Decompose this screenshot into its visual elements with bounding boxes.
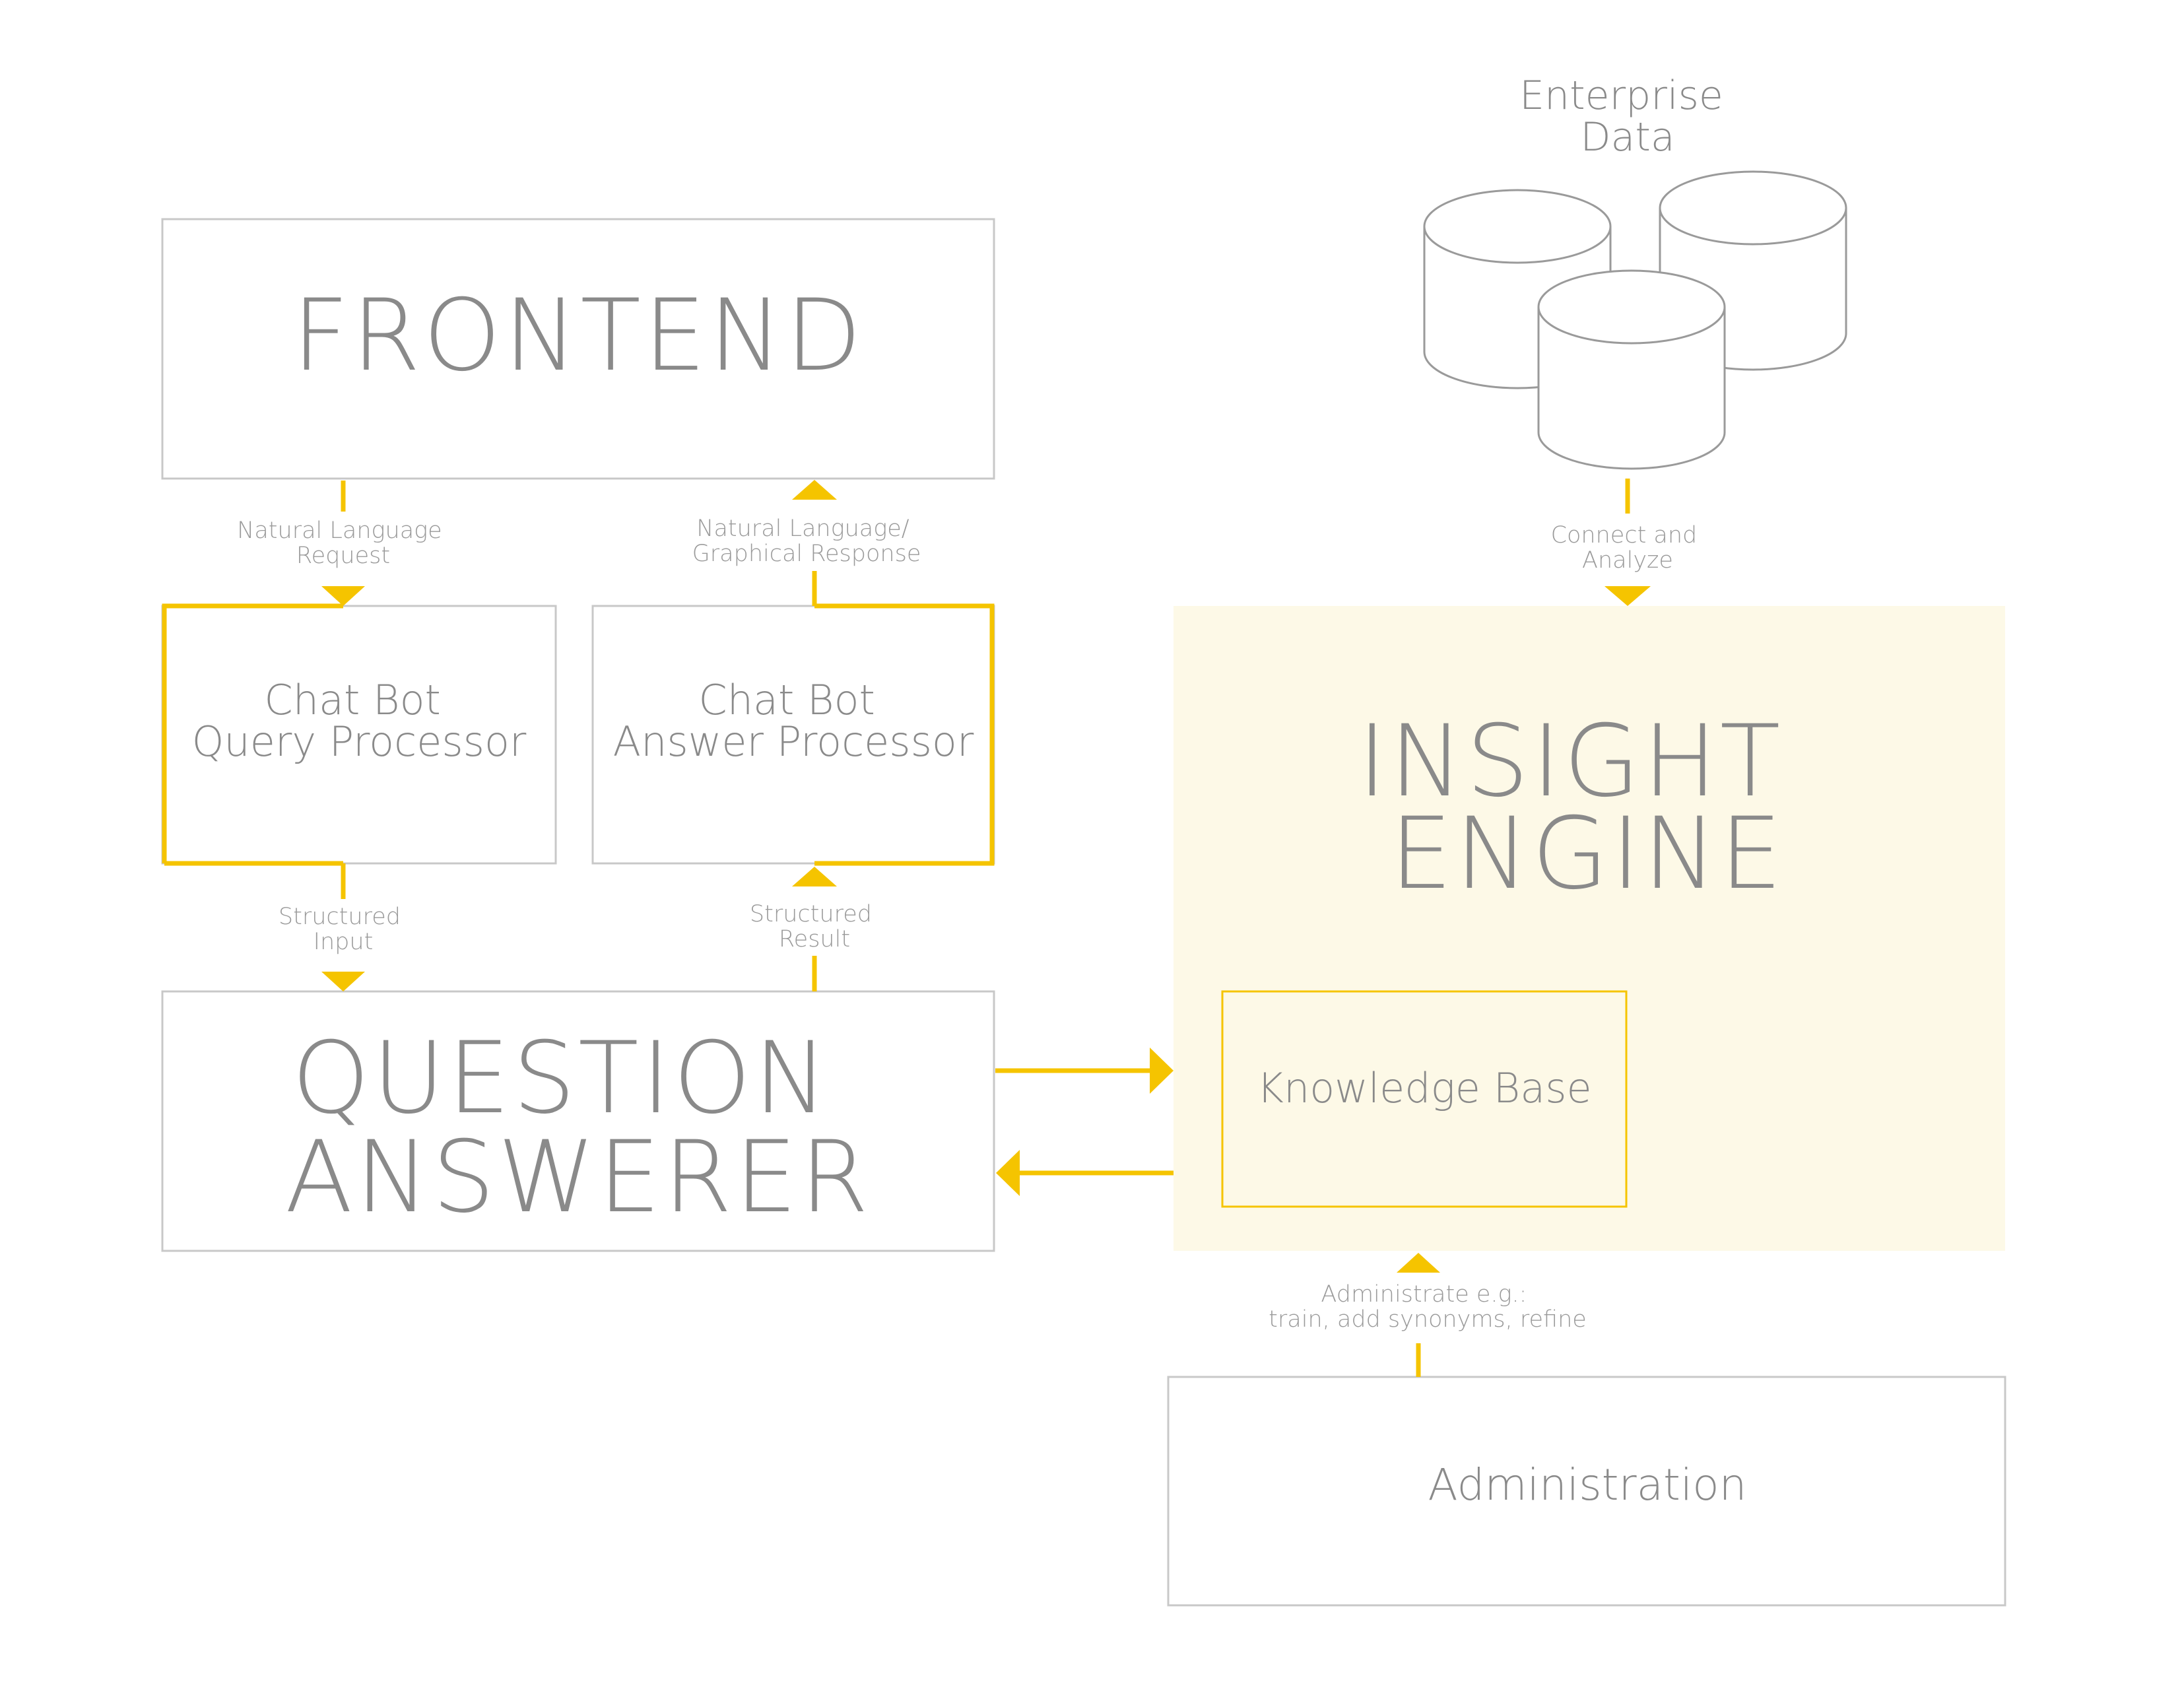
database-icon: [1423, 170, 1847, 470]
response-arrow-up: [792, 480, 837, 500]
knowledge-base-box: [1221, 990, 1628, 1208]
structured-result-label: Structured Result: [750, 901, 879, 952]
knowledge-base-title: Knowledge Base: [1257, 1064, 1591, 1112]
connect-arrow-down: [1605, 586, 1651, 606]
question-answerer-box: [161, 990, 995, 1252]
question-answerer-title: QUESTION ANSWERER: [285, 1021, 871, 1235]
query-processor-box: [161, 605, 557, 865]
answer-processor-title: Chat Bot Answer Processor: [613, 676, 974, 766]
administrate-label: Administrate e.g.: train, add synonyms, …: [1269, 1281, 1587, 1333]
administrate-arrow-up: [1397, 1253, 1440, 1273]
structured-result-arrow-up: [792, 867, 837, 886]
request-label: Natural Language Request: [237, 518, 449, 569]
administration-title: Administration: [1428, 1459, 1747, 1510]
query-processor-title: Chat Bot Query Processor: [192, 676, 527, 766]
administration-box: [1167, 1376, 2006, 1607]
connect-label: Connect and Analyze: [1551, 522, 1705, 574]
answer-processor-box: [591, 605, 995, 865]
request-arrow-down: [321, 586, 365, 606]
answer-processor-highlight: [814, 603, 995, 866]
qa-to-engine-arrow: [1150, 1048, 1174, 1094]
database-cylinder-front: [1537, 269, 1726, 470]
structured-input-label: Structured Input: [279, 904, 408, 955]
query-processor-highlight: [162, 603, 343, 863]
insight-engine-title: INSIGHT ENGINE: [1358, 704, 1817, 912]
frontend-box: [161, 218, 995, 480]
frontend-title: FRONTEND: [292, 279, 865, 393]
engine-to-qa-arrow: [996, 1150, 1020, 1196]
response-label: Natural Language/ Graphical Response: [692, 516, 921, 567]
structured-input-arrow-down: [321, 972, 365, 991]
enterprise-data-label: Enterprise Data: [1519, 73, 1736, 160]
